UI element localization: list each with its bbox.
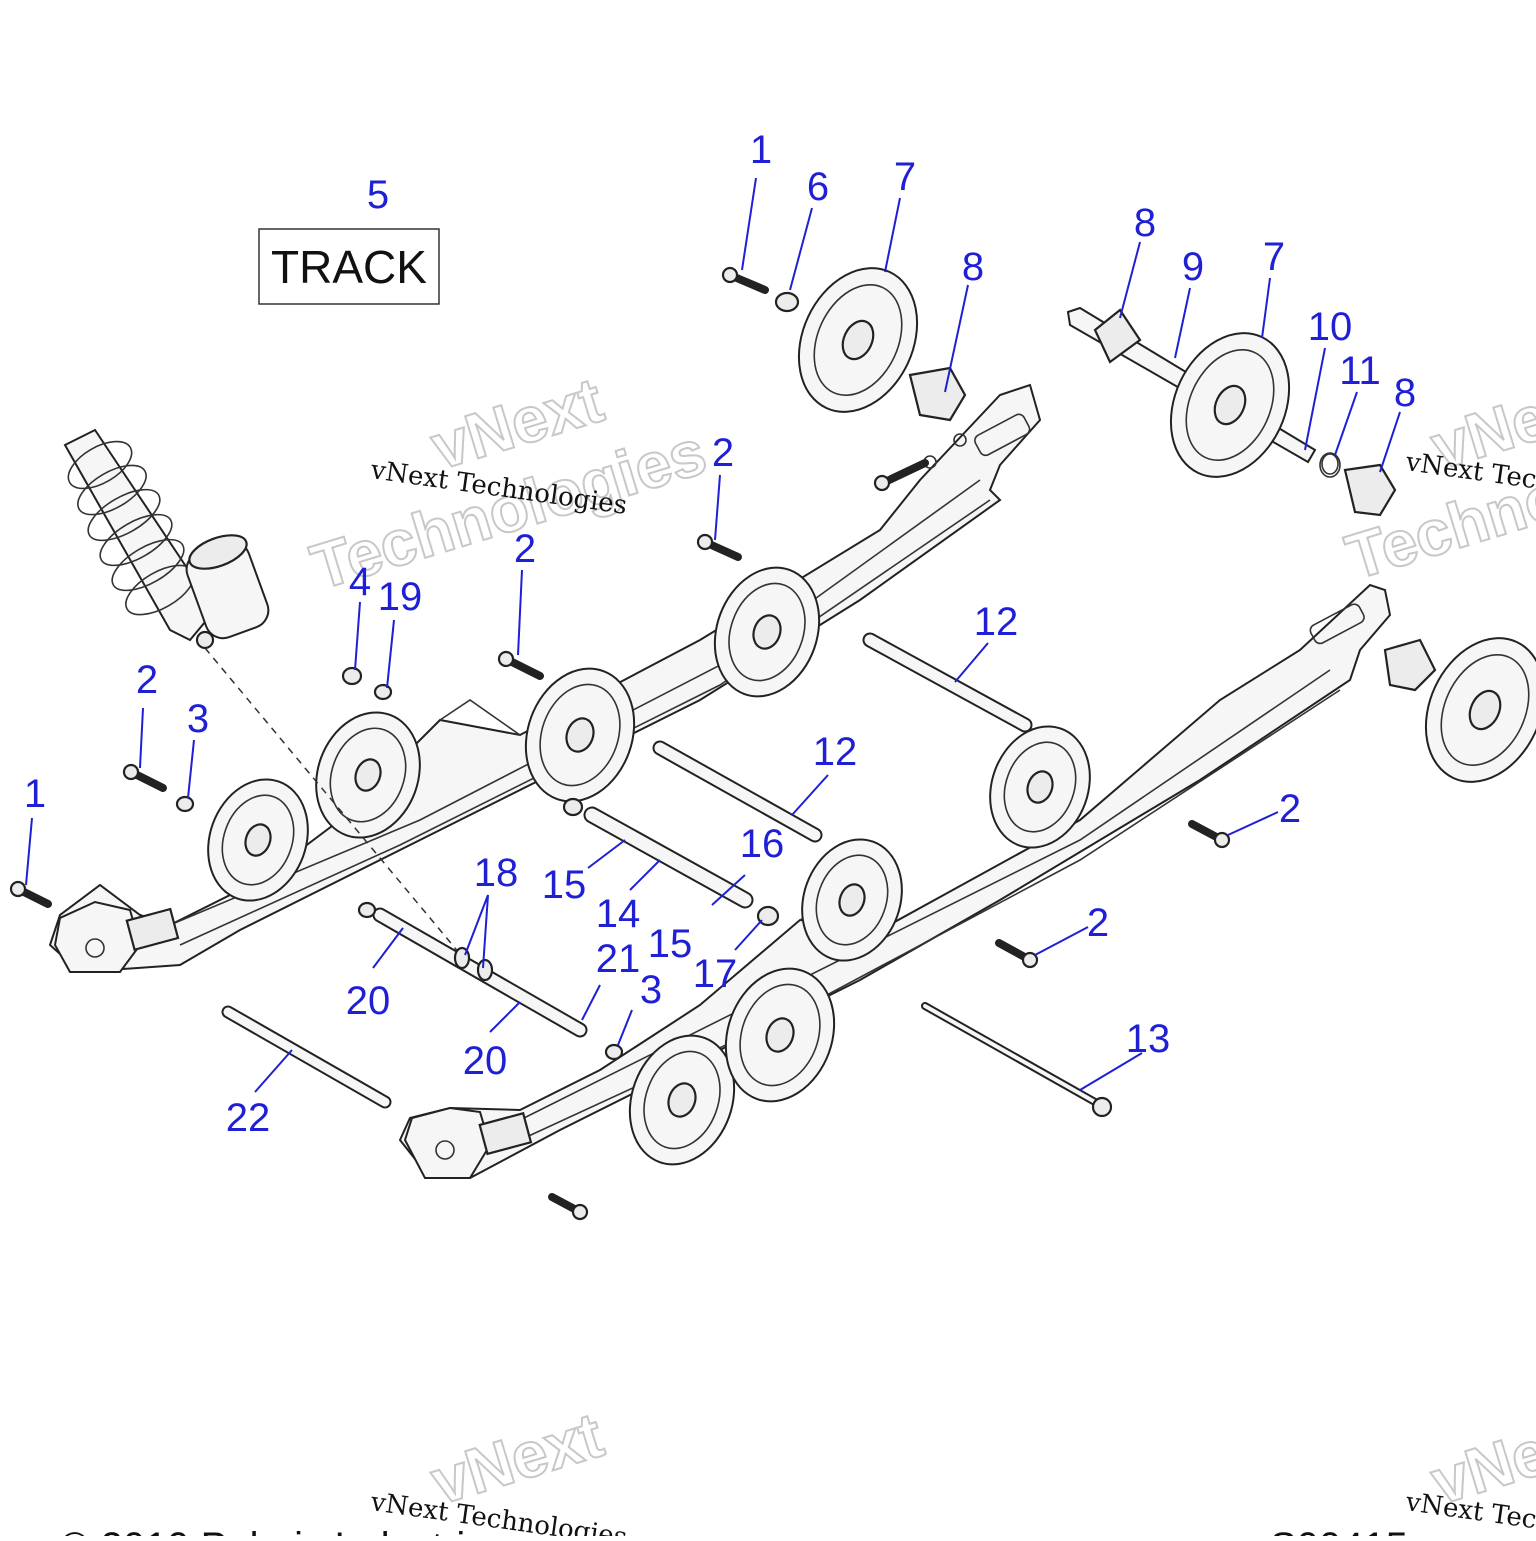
cross-shaft-12-upper <box>862 632 1033 733</box>
washer-17 <box>756 905 780 927</box>
callout-numbers: 5 1 6 7 8 8 9 7 10 11 8 2 2 4 19 2 3 1 1… <box>24 128 1416 1140</box>
callout-17: 17 <box>693 952 738 996</box>
track-box <box>258 228 440 305</box>
callout-6: 6 <box>807 165 829 209</box>
callout-1-top: 1 <box>750 128 772 172</box>
callout-18: 18 <box>474 851 519 895</box>
callout-3-b: 3 <box>640 968 662 1012</box>
fasteners <box>9 266 1339 1221</box>
callout-20-left: 20 <box>346 979 391 1023</box>
long-bolt-13 <box>921 1002 1113 1118</box>
idler-wheel-right-partial <box>1383 637 1536 783</box>
cross-shaft-12-lower <box>652 740 823 843</box>
cross-shaft-20 <box>372 907 588 1038</box>
callout-11: 11 <box>1339 349 1381 393</box>
callout-7-left: 7 <box>894 155 916 199</box>
bolt-2-a <box>122 763 167 792</box>
rear-shock-absorber <box>63 428 466 961</box>
callout-21: 21 <box>596 937 641 981</box>
washer-rail-mid <box>562 797 584 817</box>
callout-16: 16 <box>740 822 785 866</box>
callout-14: 14 <box>596 892 641 936</box>
right-slide-rail <box>398 583 1392 1179</box>
callout-2-e: 2 <box>1087 901 1109 945</box>
callout-2-c: 2 <box>712 431 734 475</box>
callout-5: 5 <box>367 173 389 217</box>
diagram-code: S00415 <box>1270 1525 1408 1536</box>
callout-19: 19 <box>378 575 423 619</box>
bolt-2-e <box>995 939 1039 969</box>
callout-1-left: 1 <box>24 772 46 816</box>
bolt-1-left <box>9 880 52 908</box>
callout-13: 13 <box>1126 1017 1171 1061</box>
washer-3-b <box>604 1043 624 1061</box>
callout-8-axle: 8 <box>1134 201 1156 245</box>
callout-12-lower: 12 <box>813 730 858 774</box>
washer-rail-left <box>357 901 377 919</box>
left-rail-wheel-rear-2 <box>315 711 421 839</box>
left-rail-wheel-mid <box>524 667 636 803</box>
left-rail-wheel-rear <box>207 778 309 902</box>
callout-22: 22 <box>226 1096 271 1140</box>
copyright-text: © 2019 Polaris Industries <box>60 1525 507 1536</box>
callout-4: 4 <box>349 560 371 604</box>
bolt-2-b <box>497 650 544 680</box>
callout-20-right: 20 <box>463 1039 508 1083</box>
bolt-2-c <box>696 533 742 561</box>
bolt-2-d <box>1188 820 1231 849</box>
callout-15-left: 15 <box>542 863 587 907</box>
bolt-rail-front <box>873 459 929 492</box>
callout-2-d: 2 <box>1279 787 1301 831</box>
o-ring-11 <box>1321 453 1339 475</box>
callout-7-right: 7 <box>1263 235 1285 279</box>
callout-8-right: 8 <box>1394 371 1416 415</box>
callout-15-right: 15 <box>648 922 693 966</box>
right-rail-wheel-rear <box>628 1034 736 1166</box>
washer-3-a <box>175 795 195 813</box>
cross-shaft-14 <box>583 806 754 909</box>
callout-10: 10 <box>1308 305 1353 349</box>
washer-19 <box>373 683 393 701</box>
track-label: TRACK <box>271 241 427 293</box>
watermark-group-bottom: vNext vNext vNext Technologies vNext Tec… <box>368 1398 1536 1541</box>
right-rail-wheel-mid <box>801 838 903 962</box>
right-rail-wheel-front <box>989 725 1091 849</box>
callout-2-a: 2 <box>136 658 158 702</box>
callout-9: 9 <box>1182 245 1204 289</box>
bolt-bottom <box>548 1193 589 1221</box>
callout-3-a: 3 <box>187 697 209 741</box>
callout-12-upper: 12 <box>974 600 1019 644</box>
nut-4 <box>341 666 363 686</box>
right-rail-wheel-rear-2 <box>724 967 836 1103</box>
idler-wheel-left <box>797 267 919 413</box>
bolt-1-top <box>721 266 769 294</box>
left-rail-wheel-front <box>713 566 821 698</box>
washer-6 <box>774 291 800 313</box>
idler-bearing-left <box>908 366 967 422</box>
cross-shaft-22 <box>221 1005 392 1109</box>
callout-2-b: 2 <box>514 527 536 571</box>
idler-axle-assembly <box>1066 306 1397 517</box>
callout-leaders <box>25 177 1401 1093</box>
callout-8-left: 8 <box>962 245 984 289</box>
